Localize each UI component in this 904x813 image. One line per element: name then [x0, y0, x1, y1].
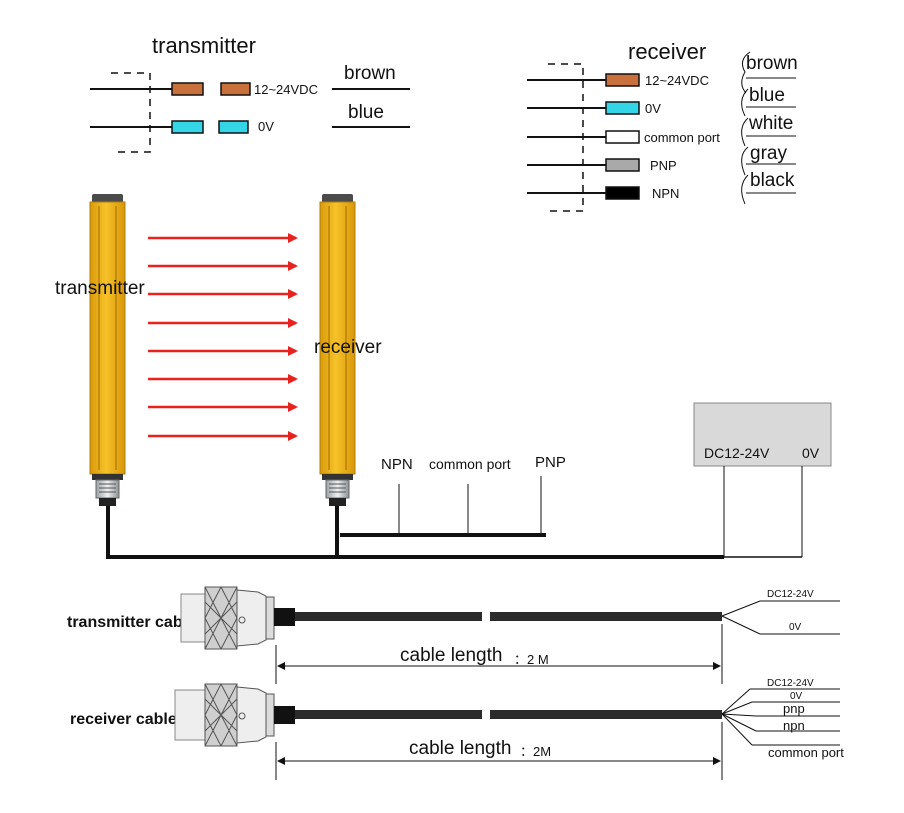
receiver-row-label: 0V	[645, 101, 661, 116]
plug-collar	[265, 596, 275, 640]
power-dc-label: DC12-24V	[704, 445, 770, 461]
receiver-cable-length-value: ：2M	[520, 744, 551, 759]
receiver-cable-length-label: cable length	[409, 738, 511, 759]
transmitter-legend-title: transmitter	[152, 33, 256, 58]
pnp-output-label: PNP	[535, 454, 566, 471]
white-terminal-icon	[605, 130, 640, 144]
receiver-wire-color: brown	[746, 53, 798, 74]
wire-fan	[721, 615, 761, 635]
cable-segment	[295, 612, 482, 621]
plug-head	[180, 593, 206, 643]
plug-collar	[265, 693, 275, 737]
transmitter-cable: transmitter cable DC12-24V 0V cable leng…	[67, 586, 840, 684]
receiver-row-label: NPN	[652, 186, 679, 201]
wire-fan	[721, 713, 757, 732]
black-terminal-icon	[605, 186, 640, 200]
transmitter-cable-length-value: ：2 M	[514, 652, 549, 667]
npn-output-label: NPN	[381, 456, 413, 473]
connector-knurl-icon	[329, 483, 346, 493]
transmitter-voltage-label: 12~24VDC	[254, 82, 318, 97]
receiver-cable-dc-label: DC12-24V	[767, 678, 814, 689]
blue-terminal-icon	[218, 120, 249, 134]
transmitter-bar-label: transmitter	[55, 278, 145, 299]
wire-fan	[721, 701, 753, 715]
transmitter-zero-label: 0V	[258, 119, 274, 134]
connector-base	[99, 498, 116, 506]
receiver-legend-title: receiver	[628, 39, 706, 64]
cable-boot	[274, 608, 295, 626]
bar-cap	[92, 474, 123, 480]
receiver-row-label: common port	[644, 130, 720, 145]
transmitter-wire-color-2: blue	[348, 102, 384, 123]
cable-segment	[490, 612, 722, 621]
light-curtain: transmitter receiver NPN common port PNP…	[55, 194, 832, 559]
receiver-cable-npn-label: npn	[783, 718, 805, 733]
transmitter-cable-label: transmitter cable	[67, 614, 196, 631]
bar-cap	[322, 474, 353, 480]
transmitter-cable-0v-label: 0V	[789, 622, 802, 633]
bracket-curve-icon	[741, 51, 751, 94]
plug-nut	[236, 589, 267, 647]
wire-fan	[721, 713, 753, 746]
receiver-wire-color: black	[750, 170, 795, 191]
connector-knurl-icon	[99, 483, 116, 493]
transmitter-legend: transmitter 12~24VDC 0V brown blue	[90, 33, 410, 153]
gray-terminal-icon	[605, 158, 640, 172]
bracket-curve-icon	[741, 146, 749, 176]
receiver-row-label: 12~24VDC	[645, 73, 709, 88]
receiver-legend: receiver 12~24VDC 0V common port PNP NPN…	[527, 39, 798, 212]
transmitter-bar	[89, 194, 126, 506]
power-0v-label: 0V	[802, 445, 820, 461]
bar-body	[319, 201, 356, 475]
transmitter-power-wire	[106, 506, 724, 559]
brown-terminal-icon	[220, 82, 251, 96]
blue-terminal-icon	[605, 101, 640, 115]
receiver-row-label: PNP	[650, 158, 677, 173]
connector-icon	[95, 479, 120, 499]
wire-fan	[721, 600, 761, 617]
plug-nut	[236, 686, 267, 744]
transmitter-legend-bracket	[111, 72, 151, 153]
receiver-cable-0v-label: 0V	[790, 691, 803, 702]
light-beams	[148, 233, 298, 441]
transmitter-cable-dc-label: DC12-24V	[767, 589, 814, 600]
plug-knurl-pattern-icon	[204, 683, 238, 747]
receiver-cable-common-label: common port	[768, 745, 844, 760]
power-supply-box	[693, 402, 832, 467]
wire-fan	[721, 713, 757, 717]
cable-boot	[274, 706, 295, 724]
receiver-cable: receiver cable DC12-24V 0V pnp npn commo…	[70, 678, 844, 780]
bar-cap	[322, 194, 353, 203]
receiver-bar	[319, 194, 356, 506]
bar-body	[89, 201, 126, 475]
plug-head	[174, 689, 206, 741]
receiver-wire-color: gray	[750, 143, 787, 164]
receiver-wire-color: blue	[749, 85, 785, 106]
receiver-wire-color: white	[748, 113, 793, 134]
receiver-cable-label: receiver cable	[70, 711, 177, 728]
cable-segment	[490, 710, 722, 719]
brown-terminal-icon	[605, 73, 640, 87]
bracket-curve-icon	[741, 174, 749, 205]
blue-terminal-icon	[171, 120, 204, 134]
bracket-curve-icon	[741, 88, 749, 117]
brown-terminal-icon	[171, 82, 204, 96]
plug-screw-icon	[238, 616, 246, 624]
transmitter-wire-color-1: brown	[344, 63, 396, 84]
connector-icon	[325, 479, 350, 499]
connector-base	[329, 498, 346, 506]
plug-screw-icon	[238, 712, 246, 720]
receiver-bar-label: receiver	[314, 337, 382, 358]
plug-knurl-pattern-icon	[204, 586, 238, 650]
bracket-curve-icon	[741, 117, 749, 147]
transmitter-cable-length-label: cable length	[400, 645, 502, 666]
wire-fan	[721, 688, 751, 715]
common-output-label: common port	[429, 456, 511, 472]
cable-segment	[295, 710, 482, 719]
receiver-cable-pnp-label: pnp	[783, 701, 805, 716]
bar-cap	[92, 194, 123, 203]
